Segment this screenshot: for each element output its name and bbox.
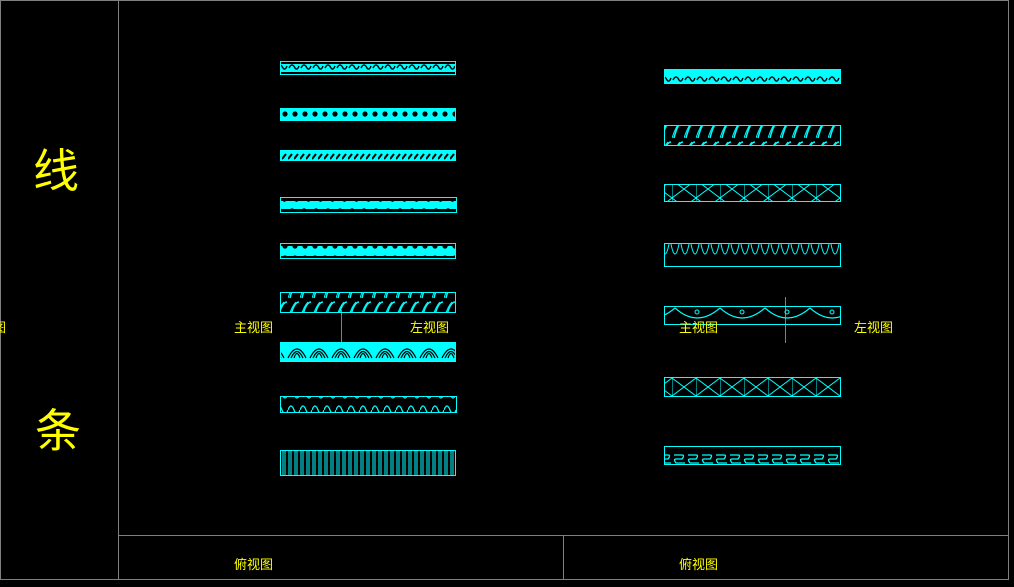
molding-r2 [664, 125, 841, 146]
molding-r1 [664, 69, 841, 84]
molding-l3 [280, 150, 456, 161]
molding-l5 [280, 243, 456, 259]
side-title-char-1: 线 [33, 144, 79, 198]
left-front-view-label: 主视图 [234, 321, 274, 336]
molding-l8 [280, 396, 457, 413]
molding-r4 [664, 243, 841, 267]
left-top-view-label: 俯视图 [234, 558, 274, 573]
cut-label: 图 [0, 322, 6, 336]
molding-l2 [280, 108, 456, 121]
molding-l1 [280, 61, 456, 75]
right-side-view-label: 左视图 [854, 321, 894, 336]
molding-l6 [280, 292, 456, 313]
molding-l7 [280, 342, 456, 362]
molding-r5 [664, 306, 841, 325]
molding-l4 [280, 197, 457, 213]
molding-l9 [280, 450, 456, 476]
right-moldings [664, 69, 841, 465]
right-top-view-label: 俯视图 [679, 558, 719, 573]
left-moldings [280, 61, 457, 476]
left-side-view-label: 左视图 [410, 321, 450, 336]
right-front-view-label: 主视图 [679, 321, 719, 336]
molding-r7 [664, 446, 841, 465]
molding-r6 [664, 377, 841, 397]
side-title-char-2: 条 [35, 404, 81, 458]
molding-r3 [664, 184, 841, 202]
